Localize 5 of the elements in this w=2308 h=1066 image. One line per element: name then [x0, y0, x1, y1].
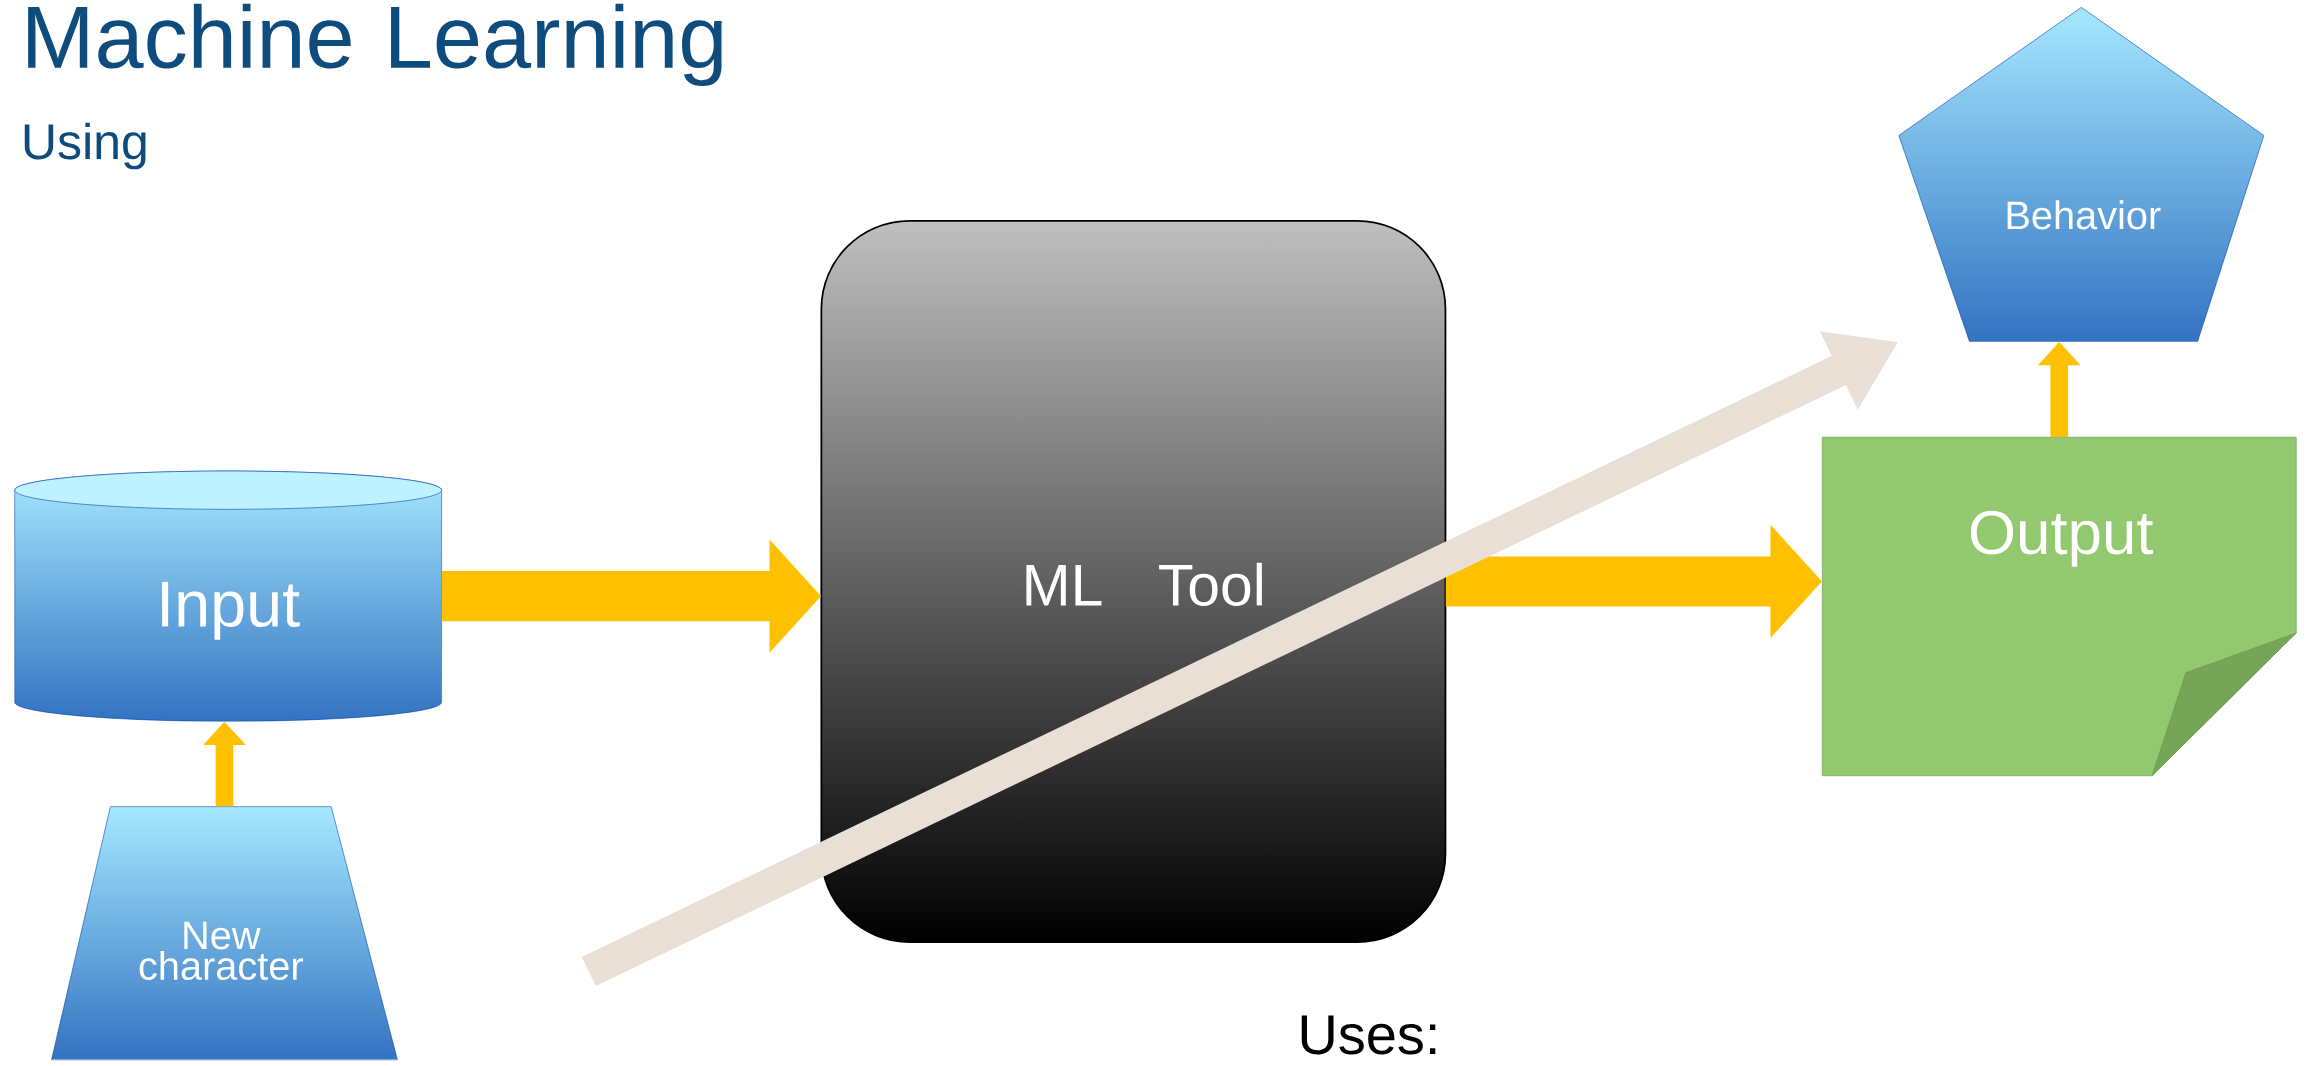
subtitle: Using [24, 122, 146, 170]
process-box: ML Tool [820, 220, 1447, 944]
title: Machine Learning [28, 3, 722, 87]
heading: Uses: [1301, 1015, 1436, 1055]
database-cylinder: Input [14, 470, 442, 722]
